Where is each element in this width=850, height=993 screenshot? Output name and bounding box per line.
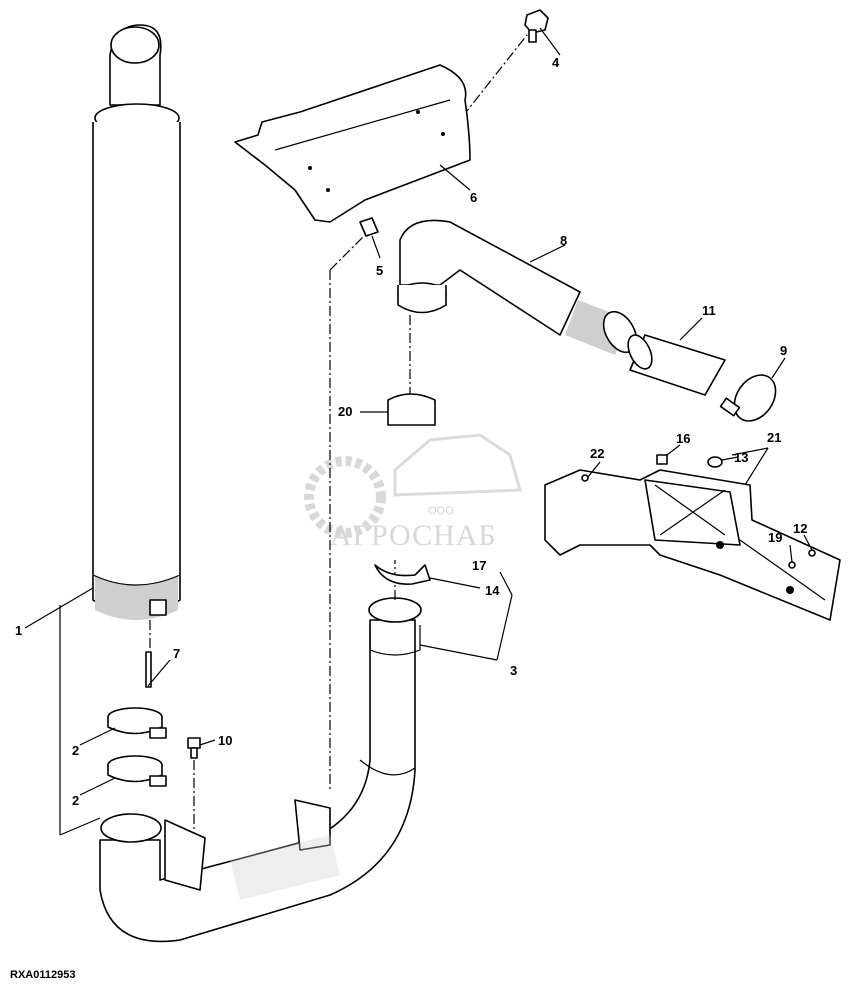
watermark-brand: АГРОСНАБ (330, 519, 497, 552)
clamp-part-14 (374, 564, 481, 589)
clamp-part-2-lower (107, 755, 167, 787)
band-clamp-part-9 (719, 357, 786, 422)
callout-12: 12 (793, 521, 807, 536)
callout-17: 17 (472, 558, 486, 573)
screw-part-22 (581, 461, 601, 482)
callout-8: 8 (560, 233, 567, 248)
nut-part-19 (788, 544, 796, 569)
clamp-part-2-upper (107, 707, 167, 739)
heat-shield-part-6 (234, 64, 471, 223)
watermark-tagline: ООО (428, 505, 454, 517)
bolt-part-7 (145, 651, 171, 688)
bolt-part-13 (707, 456, 739, 468)
callout-4: 4 (552, 55, 560, 70)
pipe-part-20 (360, 393, 436, 426)
bolt-part-12 (803, 534, 816, 557)
callout-13: 13 (734, 450, 748, 465)
muffler-stack-part-1 (92, 24, 181, 620)
mount-bracket-part-21 (544, 447, 841, 621)
callout-2-upper: 2 (72, 743, 79, 758)
callout-21: 21 (767, 430, 781, 445)
callout-2-lower: 2 (72, 793, 79, 808)
watermark: ООО АГРОСНАБ (304, 433, 522, 552)
callout-10: 10 (218, 733, 232, 748)
callout-5: 5 (376, 263, 383, 278)
callout-7: 7 (173, 646, 180, 661)
bolt-part-10 (187, 737, 216, 759)
callout-6: 6 (470, 190, 477, 205)
sleeve-part-11 (627, 317, 726, 396)
callout-22: 22 (590, 446, 604, 461)
flex-pipe-part-8 (397, 219, 638, 355)
callout-19: 19 (768, 530, 782, 545)
callout-11: 11 (702, 303, 716, 318)
callout-1: 1 (15, 623, 22, 638)
callout-3: 3 (510, 663, 517, 678)
nut-part-16 (656, 444, 681, 465)
bolt-part-4 (524, 9, 561, 56)
figure-id: RXA0112953 (10, 969, 75, 981)
clip-part-5 (359, 217, 381, 259)
exhaust-pipe-part-3 (99, 597, 422, 943)
callout-16: 16 (676, 431, 690, 446)
callout-9: 9 (780, 343, 787, 358)
callout-20: 20 (338, 404, 352, 419)
callout-14: 14 (485, 583, 500, 598)
